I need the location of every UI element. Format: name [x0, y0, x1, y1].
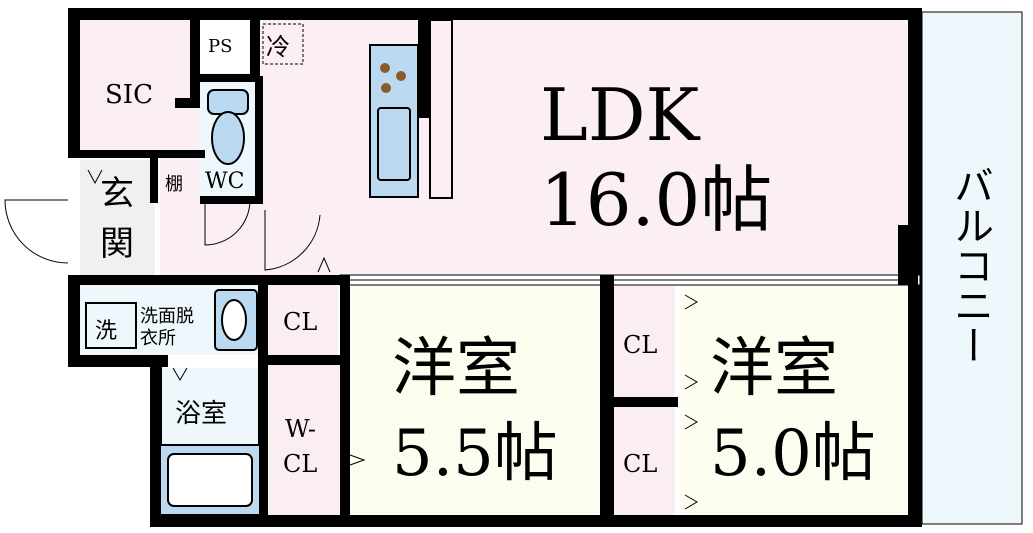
- western1-name: 洋室: [392, 332, 520, 406]
- fridge-label: 冷: [266, 33, 290, 61]
- western1-area: [345, 285, 605, 518]
- washroom-label-2: 衣所: [140, 328, 176, 349]
- washer-label: 洗: [95, 319, 117, 344]
- doors: [4, 169, 698, 510]
- ps-area: [200, 18, 250, 73]
- stove-burner: [381, 83, 391, 93]
- cl-upper-label: CL: [623, 331, 657, 359]
- western2-size: 5.0帖: [710, 417, 876, 491]
- balcony-label: バルコニー: [947, 165, 993, 365]
- toilet-tank: [207, 89, 249, 115]
- wcl-area: [268, 365, 343, 517]
- western1-size: 5.5帖: [392, 417, 558, 491]
- kitchen-sink: [377, 107, 411, 181]
- cl-lower-label: CL: [623, 450, 657, 478]
- toilet-bowl: [211, 111, 245, 165]
- bathtub-inner: [167, 453, 253, 507]
- fridge-space: [262, 23, 304, 65]
- wcl-label-1: W-: [285, 415, 316, 443]
- western2-name: 洋室: [710, 332, 838, 406]
- entrance-label-2: 関: [100, 224, 134, 264]
- wcl-label-2: CL: [283, 450, 317, 478]
- cl-hall-label: CL: [283, 308, 317, 336]
- ps-label: PS: [208, 36, 232, 57]
- shelf-label: 棚: [165, 174, 183, 195]
- kitchen-wall: [429, 19, 453, 199]
- balcony-area: [921, 11, 1023, 525]
- sic-area: [80, 18, 192, 153]
- stove-burner: [396, 71, 406, 81]
- cl-hall-area: [268, 285, 338, 355]
- ldk-size: 16.0帖: [540, 158, 772, 242]
- bathroom-label: 浴室: [175, 399, 227, 429]
- cl-upper-area: [613, 285, 675, 398]
- washer-space: [85, 302, 137, 349]
- stove-burner: [380, 63, 390, 73]
- wc-label: WC: [205, 169, 244, 194]
- windows: [913, 60, 919, 500]
- ldk-area: [160, 20, 915, 275]
- washbasin-bowl: [221, 299, 247, 341]
- western2-area: [680, 285, 913, 518]
- ldk-name: LDK: [540, 73, 701, 157]
- washroom-label-1: 洗面脱: [140, 306, 194, 327]
- sic-label: SIC: [105, 80, 153, 110]
- cl-lower-area: [613, 407, 675, 517]
- entrance-label-1: 玄: [100, 174, 134, 214]
